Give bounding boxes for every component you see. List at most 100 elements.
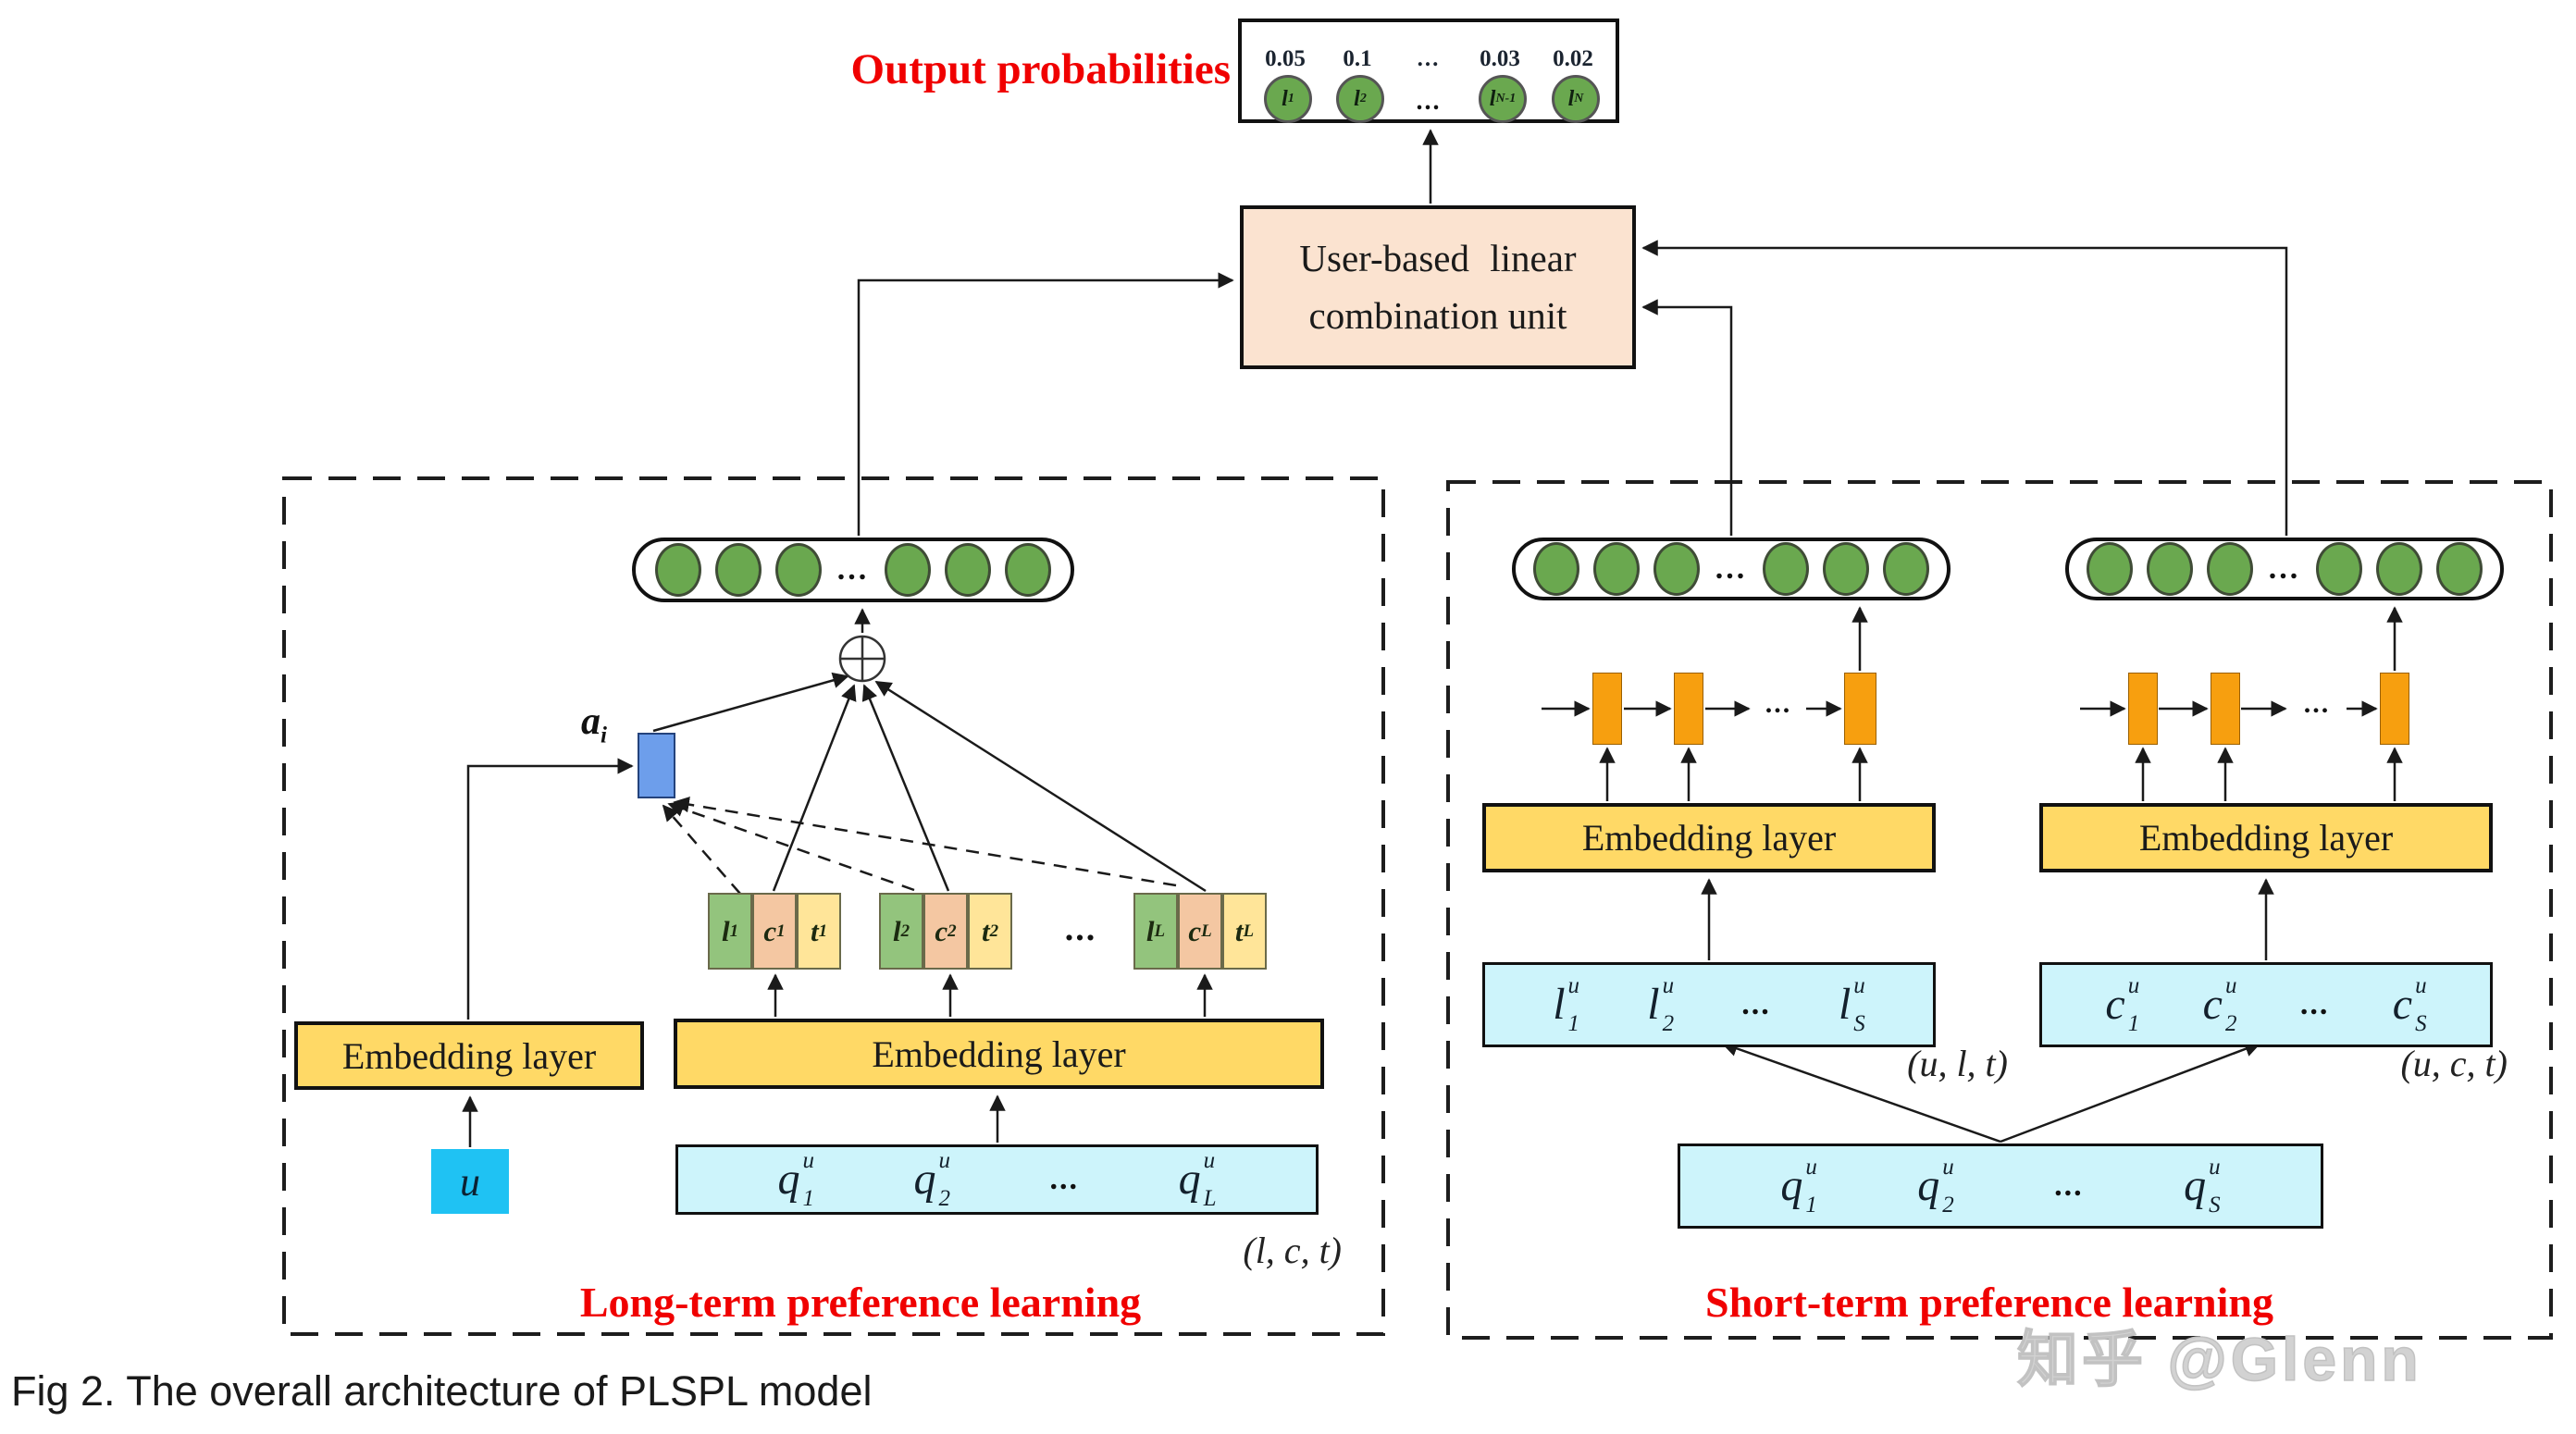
cell-sub: 2: [900, 921, 910, 941]
vector-ellipsis: ...: [2268, 551, 2301, 587]
unit-sub: N-1: [1495, 92, 1517, 105]
vector-ellipsis: ...: [836, 552, 870, 587]
cell-base: l: [1146, 914, 1155, 947]
dashed-group3-attention: [673, 796, 1177, 887]
vector-unit: [714, 543, 762, 597]
item-sup: u: [1853, 973, 1865, 998]
rnn-cell: [2380, 673, 2409, 745]
user-input-box: u: [431, 1149, 509, 1214]
item-base: l: [1647, 980, 1660, 1030]
vector-unit: [1883, 542, 1930, 596]
item-sub: 2: [1662, 1011, 1675, 1036]
vector-unit: [654, 543, 701, 597]
vector-unit: [2086, 542, 2133, 596]
long-term-vector-pill: ...: [632, 538, 1074, 602]
embedding-label: Embedding layer: [872, 1032, 1126, 1075]
arrow-longterm-to-combiner: [857, 272, 1234, 536]
watermark: 知乎 @Glenn: [2016, 1324, 2422, 1394]
item-base: q: [2184, 1161, 2207, 1211]
vector-unit: [1005, 543, 1052, 597]
vector-unit: [2206, 542, 2253, 596]
combiner-line1: User-based linear: [1299, 237, 1577, 279]
cell-base: t: [810, 914, 819, 947]
vector-unit: [1653, 542, 1700, 596]
prob-value: 0.05: [1265, 46, 1306, 71]
figure-caption: Fig 2. The overall architecture of PLSPL…: [11, 1367, 873, 1415]
item-sup: u: [802, 1148, 815, 1173]
unit-base: l: [1489, 86, 1496, 111]
connector-lines: [462, 129, 2403, 1147]
unit-sub: N: [1574, 92, 1584, 105]
line-group2-sum: [861, 684, 950, 892]
sum-operator-icon: [838, 635, 886, 683]
item-sub: S: [1853, 1011, 1865, 1036]
item-base: q: [1178, 1155, 1201, 1205]
item-base: q: [1917, 1161, 1940, 1211]
cell-sub: 1: [729, 921, 739, 941]
item-sup: u: [2209, 1155, 2221, 1180]
cell-base: t: [981, 914, 990, 947]
attention-sub: i: [601, 723, 607, 748]
item-sup: u: [938, 1148, 951, 1173]
attention-weight-label: ai: [581, 699, 607, 748]
rnn-cell: [1674, 673, 1703, 745]
short-term-location-pill: ...: [1512, 538, 1951, 600]
vector-unit: [774, 543, 822, 597]
vector-unit: [1823, 542, 1870, 596]
prob-value: 0.03: [1480, 46, 1520, 71]
user-symbol: u: [460, 1158, 480, 1205]
item-sup: u: [1567, 973, 1580, 998]
cell-sub: 2: [947, 921, 957, 941]
combiner-line2: combination unit: [1308, 293, 1567, 337]
cell-base: c: [1188, 914, 1202, 947]
arrow-seq-to-cbox: [2000, 1041, 2261, 1143]
line-attention-sum: [652, 672, 849, 733]
rnn-ellipsis: ...: [1765, 688, 1792, 719]
vector-unit: [2376, 542, 2423, 596]
cell-sub: L: [1243, 921, 1255, 941]
item-base: l: [1838, 980, 1852, 1030]
vector-unit: [945, 543, 992, 597]
cell-sub: 1: [818, 921, 828, 941]
embedding-label: Embedding layer: [341, 1034, 597, 1077]
item-sub: 2: [1942, 1193, 1954, 1218]
line-group3-sum: [874, 680, 1207, 893]
seq-ellipsis: ...: [2054, 1168, 2084, 1203]
short-term-category-embedding-layer: Embedding layer: [2039, 803, 2493, 872]
vector-unit: [2146, 542, 2193, 596]
vector-unit: [1763, 542, 1810, 596]
attention-vector: [638, 733, 675, 798]
output-probabilities-label: Output probabilities: [850, 45, 1232, 93]
short-term-module-frame: [1446, 480, 2553, 1340]
user-embedding-layer: Embedding layer: [294, 1021, 644, 1090]
group-ellipsis: ...: [1064, 909, 1097, 948]
long-term-module-frame: [282, 476, 1385, 1336]
item-base: c: [2202, 980, 2223, 1030]
item-sup: u: [1942, 1155, 1954, 1180]
cell-base: c: [935, 914, 948, 947]
item-sup: u: [2415, 973, 2427, 998]
combination-unit-box: User-based linear combination unit: [1240, 205, 1636, 369]
vector-unit: [1592, 542, 1640, 596]
item-sup: u: [1805, 1155, 1817, 1180]
long-term-annotation: (l, c, t): [1243, 1230, 1342, 1271]
rnn-cell: [1844, 673, 1876, 745]
cell-base: t: [1234, 914, 1244, 947]
cell-sub: 1: [776, 921, 786, 941]
item-sub: 1: [2127, 1011, 2140, 1036]
rnn-cell: [2211, 673, 2240, 745]
